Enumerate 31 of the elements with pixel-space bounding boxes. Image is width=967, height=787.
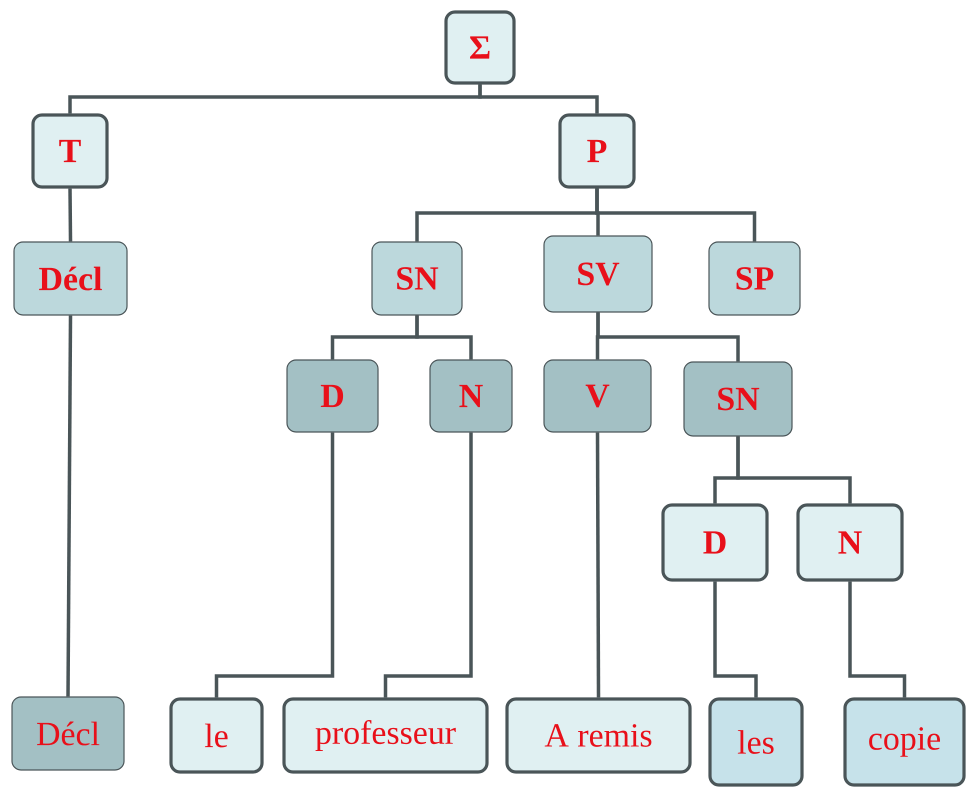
leaf-box: copie	[843, 697, 966, 787]
tree-line	[736, 436, 852, 504]
tree-line	[595, 188, 756, 242]
category-box: SN	[683, 361, 793, 437]
category-box: Σ	[444, 10, 516, 85]
tree-line	[713, 582, 758, 698]
leaf-box: Décl	[11, 696, 125, 771]
category-box: Décl	[13, 241, 128, 316]
leaf-box: A remis	[505, 697, 692, 774]
tree-line	[214, 432, 334, 698]
tree-line	[384, 432, 473, 698]
category-box: D	[661, 503, 769, 582]
tree-line	[478, 84, 599, 114]
category-box: V	[543, 359, 652, 433]
tree-line	[66, 316, 72, 696]
category-box: P	[558, 113, 636, 189]
category-box: SV	[543, 235, 653, 313]
category-box: N	[429, 359, 513, 433]
category-box: T	[31, 113, 109, 189]
leaf-box: professeur	[282, 697, 489, 774]
tree-line	[596, 432, 600, 698]
category-box: D	[286, 359, 379, 433]
tree-line	[848, 582, 906, 698]
tree-line	[68, 188, 72, 242]
category-box: N	[796, 503, 904, 582]
tree-line	[415, 316, 473, 360]
tree-line	[596, 312, 740, 362]
category-box: SP	[708, 241, 801, 316]
category-box: SN	[371, 241, 463, 316]
leaf-box: le	[169, 697, 264, 774]
leaf-box: les	[708, 697, 804, 787]
